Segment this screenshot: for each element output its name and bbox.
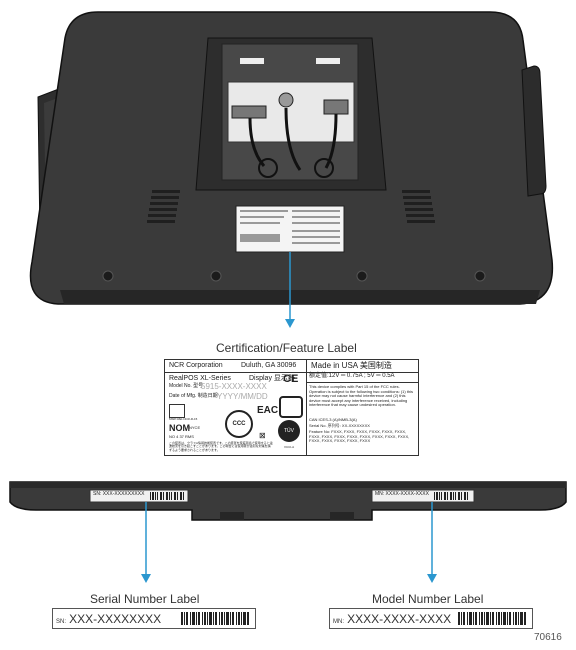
msip-logo xyxy=(169,404,185,418)
left-vent xyxy=(147,190,180,223)
cert-fcc-text: This device complies with Part 15 of the… xyxy=(309,384,414,408)
device-back-view xyxy=(29,11,554,320)
bottom-top-strip xyxy=(10,482,566,488)
model-barcode xyxy=(458,612,526,625)
cert-japan-text: この装置は、クラスA情報技術装置です。この装置を家庭環境で使用すると電波妨害を引… xyxy=(169,441,273,452)
bottom-sn-small: SN: XXX-XXXXXXXXX xyxy=(93,491,145,497)
cert-label: NCR Corporation Duluth, GA 30096 Made in… xyxy=(164,359,419,456)
cable-loop-right xyxy=(314,158,334,178)
model-number-label: MN: XXXX-XXXX-XXXX xyxy=(329,608,533,629)
cert-arrow-head xyxy=(285,319,295,328)
lower-arrows xyxy=(141,540,437,583)
serial-label-title: Serial Number Label xyxy=(90,592,200,606)
cable-loop-left xyxy=(258,158,278,178)
cert-made-in: Made in USA 美国制造 xyxy=(311,361,392,370)
cert-vcci: VCCI-A xyxy=(284,445,295,449)
eac-mark: EAC xyxy=(257,405,279,416)
rcm-mark xyxy=(279,396,303,418)
serial-arrow-head xyxy=(141,574,151,583)
cert-location: Duluth, GA 30096 xyxy=(241,362,297,369)
weee-icon: ⊠ xyxy=(259,431,266,440)
model-prefix: MN: xyxy=(333,619,344,625)
model-value: XXXX-XXXX-XXXX xyxy=(347,612,452,626)
cert-feature: Feature No: FXXX, FXXX, FXXX, FXXX, FXXX… xyxy=(309,429,410,444)
cert-nom-sub: NYCE xyxy=(189,425,201,430)
latch-left xyxy=(240,58,264,64)
serial-barcode xyxy=(181,612,249,625)
ce-mark: CE xyxy=(283,373,299,385)
cert-date-value: YYYY/MM/DD xyxy=(217,392,268,401)
cert-model-prefix: Model No. 型号 xyxy=(169,383,204,389)
model-label-title: Model Number Label xyxy=(372,592,484,606)
tuv-mark: TÜV xyxy=(278,420,300,442)
bottom-mn-small: MN: XXXX-XXXX-XXXX xyxy=(375,491,429,497)
cert-model-value: 5915-XXXX-XXXX xyxy=(201,382,267,391)
latch-right xyxy=(316,58,340,64)
bottom-sn-barcode xyxy=(150,492,184,500)
cert-series: RealPOS XL-Series xyxy=(169,375,231,382)
cert-company: NCR Corporation xyxy=(169,362,223,369)
right-handle xyxy=(521,65,547,197)
bottom-mn-sticker xyxy=(371,489,475,503)
cert-display: Display 显示器 xyxy=(249,375,295,382)
device-cert-label-text xyxy=(240,210,340,244)
right-vent xyxy=(402,190,435,223)
usb-port xyxy=(278,92,294,108)
serial-value: XXX-XXXXXXXX xyxy=(69,612,162,626)
bottom-foot-right xyxy=(330,512,354,520)
cert-label-title: Certification/Feature Label xyxy=(216,341,357,355)
ccc-mark: CCC xyxy=(225,410,253,438)
device-bottom-edge xyxy=(60,290,540,304)
ethernet-port xyxy=(323,99,349,115)
cert-msip: MSIP-REI-NCR-R-15 xyxy=(169,417,198,421)
device-bottom-view xyxy=(9,481,567,540)
cables xyxy=(248,107,338,171)
cert-nom-code: NO 4 37 RMS xyxy=(169,434,194,439)
cert-rating: 额定值:12V ═ 0.75A ; 5V ═ 0.5A xyxy=(309,373,395,379)
cert-date-prefix: Date of Mfg. 制造日期 xyxy=(169,393,218,399)
serial-number-label: SN: XXX-XXXXXXXX xyxy=(52,608,256,629)
model-arrow-head xyxy=(427,574,437,583)
serial-prefix: SN: xyxy=(56,619,67,625)
cert-ices: CAN ICES-3 (A)/NMB-3(A) xyxy=(309,417,357,422)
screws xyxy=(102,270,486,282)
cert-nom: NOM xyxy=(169,423,190,433)
cert-serial: Serial No. 序列号: XX-XXXXXXXX xyxy=(309,423,370,428)
figure-number: 70616 xyxy=(534,632,562,643)
device-cert-label xyxy=(235,205,345,253)
bottom-mn-barcode xyxy=(434,492,468,500)
bottom-foot-left xyxy=(220,512,244,520)
power-port xyxy=(231,105,267,119)
